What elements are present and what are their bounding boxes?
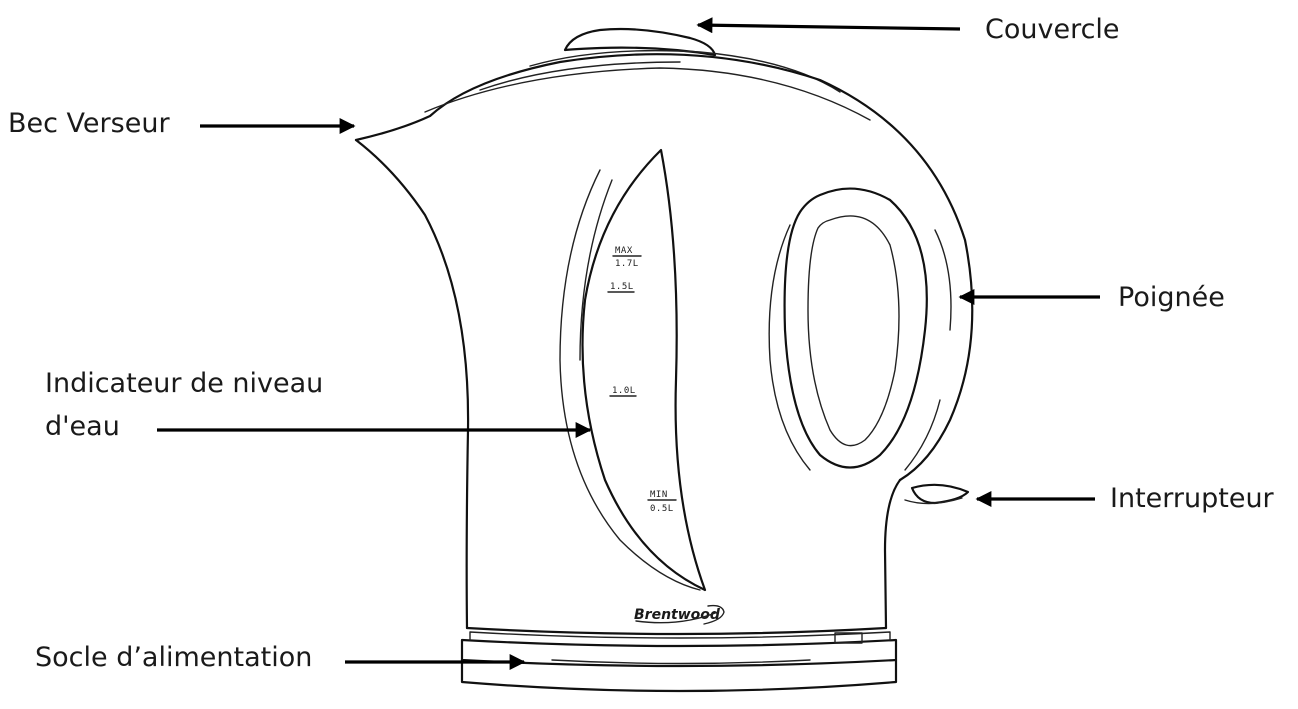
- brand-logo-text: Brentwood: [634, 607, 721, 623]
- kettle-illustration: MAX 1.7L 1.5L 1.0L MIN 0.5L Brentwood: [354, 27, 974, 693]
- kettle-body: [354, 53, 974, 636]
- gauge-max-label: MAX: [615, 246, 633, 256]
- arrow-lid: [696, 17, 961, 34]
- gauge-mark-10: 1.0L: [612, 386, 636, 396]
- label-switch: Interrupteur: [1110, 483, 1275, 514]
- label-water-level-line2: d'eau: [45, 411, 120, 442]
- label-water-level-line1: Indicateur de niveau: [45, 368, 323, 399]
- label-lid: Couvercle: [985, 14, 1120, 45]
- gauge-max-volume: 1.7L: [615, 259, 639, 269]
- callout-labels: Couvercle Bec Verseur Poignée Indicateur…: [8, 14, 1275, 673]
- brand-logo: Brentwood: [634, 604, 725, 625]
- label-handle: Poignée: [1118, 282, 1225, 313]
- kettle-base: [460, 631, 898, 693]
- kettle-switch: [904, 483, 970, 505]
- gauge-mark-15: 1.5L: [610, 282, 634, 292]
- gauge-min-volume: 0.5L: [650, 504, 674, 514]
- label-spout: Bec Verseur: [8, 108, 170, 139]
- kettle-handle: [768, 187, 952, 471]
- water-level-window: [559, 148, 707, 592]
- kettle-lid: [479, 27, 841, 93]
- label-base: Socle d’alimentation: [35, 642, 312, 673]
- gauge-min-label: MIN: [650, 490, 668, 500]
- water-level-gauge: MAX 1.7L 1.5L 1.0L MIN 0.5L: [607, 246, 677, 514]
- callout-arrows: [157, 17, 1100, 670]
